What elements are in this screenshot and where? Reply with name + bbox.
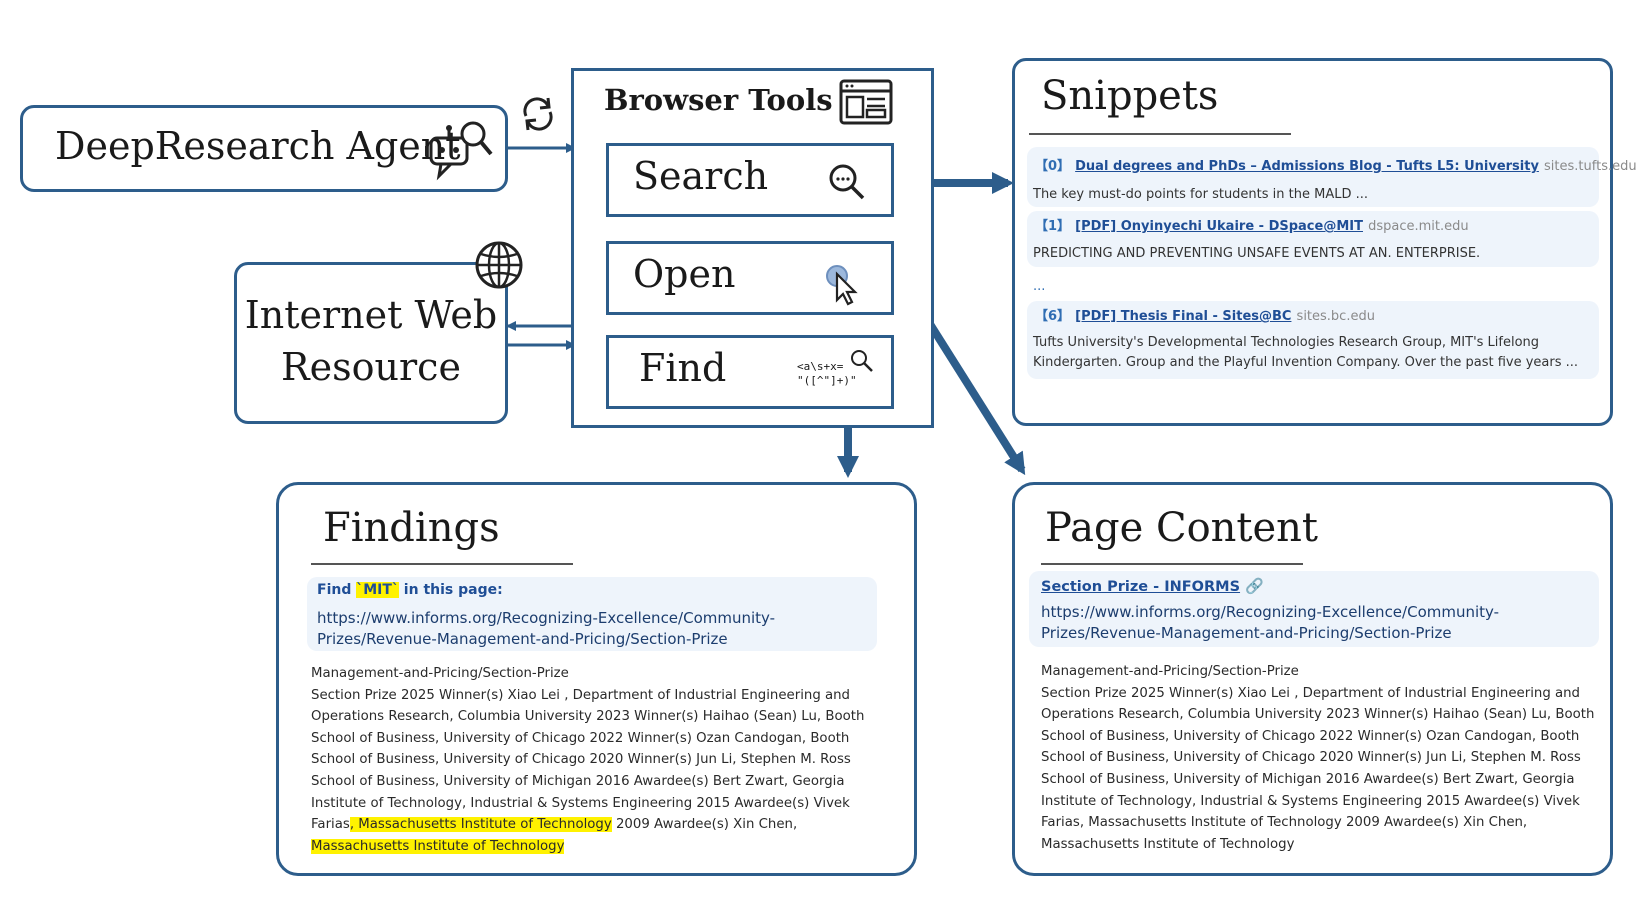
snippet-link[interactable]: Dual degrees and PhDs – Admissions Blog …	[1075, 159, 1539, 174]
refresh-icon	[523, 97, 553, 131]
findings-url-line1[interactable]: https://www.informs.org/Recognizing-Exce…	[317, 609, 776, 627]
find-tool-label: Find	[639, 346, 727, 390]
page-content-title-underline	[1041, 563, 1303, 565]
find-query-prefix: Find	[317, 582, 357, 598]
page-content-body: Management-and-Pricing/Section-Prize Sec…	[1041, 661, 1594, 855]
findings-title-underline	[311, 563, 573, 565]
snippet-text: Tufts University's Developmental Technol…	[1033, 335, 1540, 350]
snippets-title: Snippets	[1041, 73, 1219, 119]
page-content-line: School of Business, University of Chicag…	[1041, 728, 1580, 744]
findings-line: School of Business, University of Chicag…	[311, 752, 851, 768]
globe-icon	[475, 241, 523, 289]
find-query-box: Find `MIT` in this page: https://www.inf…	[307, 577, 877, 651]
snippet-text: The key must-do points for students in t…	[1033, 187, 1369, 202]
page-content-line: Farias, Massachusetts Institute of Techn…	[1041, 815, 1528, 831]
findings-highlight: Massachusetts Institute of Technology	[311, 838, 565, 854]
browser-window-icon	[839, 79, 893, 125]
open-tool-button[interactable]: Open	[606, 241, 894, 315]
findings-line: Operations Research, Columbia University…	[311, 709, 865, 725]
find-regex-line1: <a\s+x=	[797, 360, 844, 373]
findings-title: Findings	[323, 505, 500, 551]
cursor-click-icon	[826, 265, 858, 306]
findings-line: Institute of Technology, Industrial & Sy…	[311, 795, 850, 811]
findings-highlight: , Massachusetts Institute of Technology	[349, 817, 612, 833]
snippet-index: 【1】	[1035, 219, 1071, 234]
findings-url-line2[interactable]: Prizes/Revenue-Management-and-Pricing/Se…	[317, 630, 728, 648]
findings-line: Management-and-Pricing/Section-Prize	[311, 666, 569, 681]
snippet-site: sites.tufts.edu	[1544, 159, 1637, 174]
snippet-link[interactable]: [PDF] Thesis Final - Sites@BC	[1075, 309, 1292, 324]
find-query-term: `MIT`	[356, 582, 399, 598]
findings-body: Management-and-Pricing/Section-Prize Sec…	[311, 663, 864, 857]
snippets-title-underline	[1029, 133, 1291, 135]
snippet-site: sites.bc.edu	[1296, 309, 1375, 324]
findings-line: Section Prize 2025 Winner(s) Xiao Lei , …	[311, 687, 850, 703]
browser-tools-box: Browser Tools Search Open Find <a\s+x= "…	[571, 68, 934, 428]
find-tool-button[interactable]: Find <a\s+x= "([^"]+)"	[606, 335, 894, 409]
internet-label-line1: Internet Web	[244, 293, 498, 337]
search-tool-button[interactable]: Search	[606, 143, 894, 217]
page-content-line: Massachusetts Institute of Technology	[1041, 836, 1295, 852]
deepresearch-agent-box: DeepResearch Agent	[20, 105, 508, 192]
browser-tools-title: Browser Tools	[604, 83, 833, 117]
snippet-item: 【6】 [PDF] Thesis Final - Sites@BC sites.…	[1027, 301, 1599, 379]
snippet-text: Kindergarten. Group and the Playful Inve…	[1033, 355, 1579, 370]
page-content-line: Operations Research, Columbia University…	[1041, 707, 1595, 723]
page-content-panel: Page Content Section Prize - INFORMS 🔗 h…	[1012, 482, 1613, 876]
snippet-index: 【0】	[1035, 159, 1071, 174]
snippets-ellipsis: ...	[1033, 279, 1046, 294]
page-content-url-line1[interactable]: https://www.informs.org/Recognizing-Exce…	[1041, 603, 1500, 621]
agent-label: DeepResearch Agent	[55, 124, 461, 168]
magnifier-icon	[851, 350, 873, 372]
page-content-title: Page Content	[1045, 505, 1318, 551]
robot-search-icon	[425, 121, 493, 181]
snippet-index: 【6】	[1035, 309, 1071, 324]
snippet-item: 【1】 [PDF] Onyinyechi Ukaire - DSpace@MIT…	[1027, 211, 1599, 267]
page-content-line: School of Business, University of Chicag…	[1041, 750, 1581, 766]
findings-line: Massachusetts Institute of Technology	[311, 836, 864, 858]
page-content-link[interactable]: Section Prize - INFORMS	[1041, 579, 1241, 595]
link-icon: 🔗	[1245, 577, 1264, 595]
find-regex-line2: "([^"]+)"	[797, 374, 857, 387]
page-content-url-line2[interactable]: Prizes/Revenue-Management-and-Pricing/Se…	[1041, 624, 1452, 642]
snippet-text: PREDICTING AND PREVENTING UNSAFE EVENTS …	[1033, 246, 1481, 261]
snippets-panel: Snippets 【0】 Dual degrees and PhDs – Adm…	[1012, 58, 1637, 426]
find-query-suffix: in this page:	[398, 582, 503, 598]
page-content-header-box: Section Prize - INFORMS 🔗 https://www.in…	[1029, 571, 1599, 647]
page-content-line: Institute of Technology, Industrial & Sy…	[1041, 793, 1580, 809]
search-icon	[829, 164, 865, 200]
internet-web-resource-box: Internet Web Resource	[234, 262, 508, 424]
internet-label-line2: Resource	[281, 345, 461, 389]
snippet-link[interactable]: [PDF] Onyinyechi Ukaire - DSpace@MIT	[1075, 219, 1363, 234]
page-content-line: Management-and-Pricing/Section-Prize	[1041, 664, 1299, 679]
snippet-site: dspace.mit.edu	[1368, 219, 1469, 234]
findings-line: School of Business, University of Michig…	[311, 773, 845, 789]
findings-line: Farias, Massachusetts Institute of Techn…	[311, 817, 798, 833]
findings-line: School of Business, University of Chicag…	[311, 730, 850, 746]
findings-panel: Findings Find `MIT` in this page: https:…	[276, 482, 917, 876]
open-tool-label: Open	[633, 252, 736, 296]
snippet-item: 【0】 Dual degrees and PhDs – Admissions B…	[1027, 147, 1637, 207]
page-content-line: School of Business, University of Michig…	[1041, 771, 1575, 787]
page-content-line: Section Prize 2025 Winner(s) Xiao Lei , …	[1041, 685, 1580, 701]
search-tool-label: Search	[633, 154, 769, 198]
